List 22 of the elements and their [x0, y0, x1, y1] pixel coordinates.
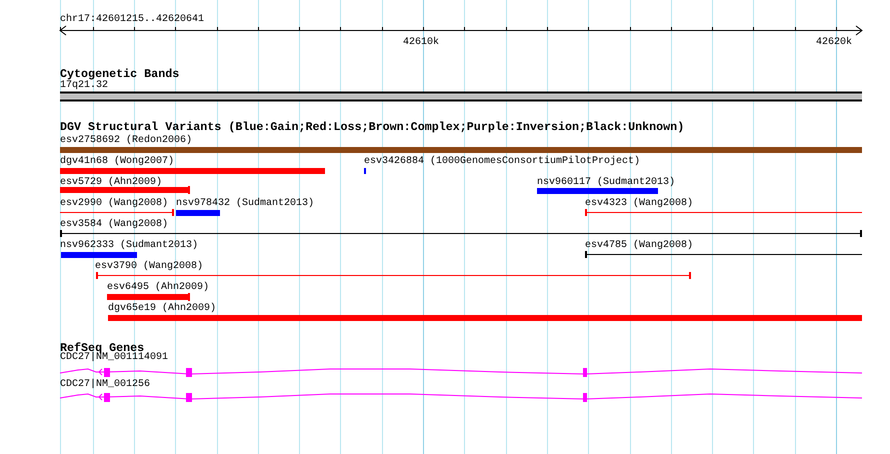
feature-label: esv3584 (Wang2008): [60, 219, 168, 230]
feature-label: nsv960117 (Sudmant2013): [537, 177, 676, 188]
gene-label: CDC27|NM_001114091: [60, 352, 168, 363]
feature-label: nsv962333 (Sudmant2013): [60, 240, 198, 251]
feature-label: dgv41n68 (Wong2007): [60, 156, 174, 167]
coordinate-label: chr17:42601215..42620641: [60, 14, 204, 25]
gene-label: CDC27|NM_001256: [60, 379, 150, 390]
feature-label: esv3790 (Wang2008): [95, 261, 204, 272]
track-title: DGV Structural Variants (Blue:Gain;Red:Loss;Brown:Complex;Purple:Inversion;Black:Unknown): [60, 121, 684, 133]
band-label: 17q21.32: [60, 80, 108, 91]
feature-label: dgv65e19 (Ahn2009): [108, 303, 216, 314]
feature-label: esv6495 (Ahn2009): [107, 282, 210, 293]
feature-label: esv2758692 (Redon2006): [60, 135, 192, 146]
feature-label: esv5729 (Ahn2009): [60, 177, 162, 188]
feature-label: esv4785 (Wang2008): [585, 240, 694, 251]
tick-label: 42620k: [816, 37, 852, 48]
feature-label: esv2990 (Wang2008): [60, 198, 168, 209]
tick-label: 42610k: [403, 37, 440, 48]
feature-label: esv4323 (Wang2008): [585, 198, 694, 209]
track-title: Cytogenetic Bands: [60, 68, 180, 80]
feature-label: esv3426884 (1000GenomesConsortiumPilotProject): [364, 156, 640, 167]
feature-label: nsv978432 (Sudmant2013): [176, 198, 314, 209]
